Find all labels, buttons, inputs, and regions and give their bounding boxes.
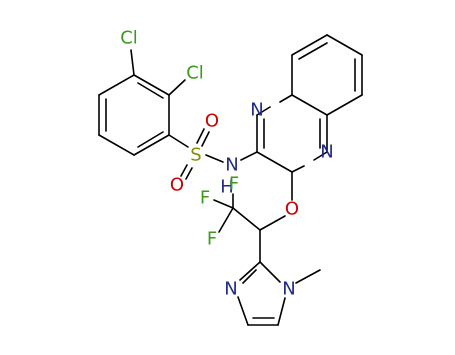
nitrogen-label: N — [225, 155, 238, 176]
bond — [295, 269, 321, 284]
bond-inner — [298, 42, 328, 60]
bond — [239, 261, 261, 281]
bond — [279, 94, 293, 103]
fluorine-label: F — [207, 229, 217, 250]
nitrogen-label: N — [224, 279, 237, 300]
bond — [213, 199, 234, 209]
bond-inner — [137, 131, 164, 148]
bond — [133, 74, 170, 96]
bond — [201, 131, 210, 147]
bond-inner — [137, 82, 164, 99]
bond — [98, 74, 135, 96]
bond — [291, 94, 328, 116]
hydrogen-label: H — [220, 177, 234, 198]
bond — [168, 134, 189, 148]
bond — [291, 165, 305, 173]
bond — [256, 106, 271, 116]
bond — [277, 297, 286, 326]
bond — [168, 79, 186, 96]
bond — [133, 134, 170, 156]
bond — [326, 94, 363, 116]
bond-inner — [242, 269, 257, 284]
nitrogen-label: N — [320, 142, 333, 163]
nitrogen-label: N — [282, 279, 295, 300]
sulfur-label: S — [190, 145, 201, 166]
fluorine-label: F — [200, 188, 210, 209]
bond — [196, 128, 205, 144]
bond — [218, 207, 234, 233]
chlorine-label: Cl — [120, 28, 138, 49]
oxygen-label: O — [170, 175, 184, 196]
bond — [259, 261, 281, 283]
bond — [130, 49, 135, 76]
bond — [256, 151, 293, 173]
bonds — [98, 34, 363, 326]
bond — [98, 134, 135, 156]
oxygen-label: O — [205, 111, 219, 132]
bond — [259, 215, 286, 231]
oxygen-label: O — [285, 199, 299, 220]
nitrogen-label: N — [250, 100, 263, 121]
bond — [291, 34, 328, 56]
bond — [185, 167, 193, 180]
fluorine-label: F — [229, 174, 239, 195]
bond — [240, 151, 258, 161]
bond — [180, 164, 188, 177]
bond — [313, 151, 328, 161]
bond — [237, 296, 249, 326]
atom-labels: Cl Cl S O O N H N N O F F F N N — [120, 28, 334, 300]
chlorine-label: Cl — [186, 63, 204, 84]
bond — [326, 34, 363, 56]
bond — [232, 207, 261, 231]
bond — [205, 154, 224, 163]
